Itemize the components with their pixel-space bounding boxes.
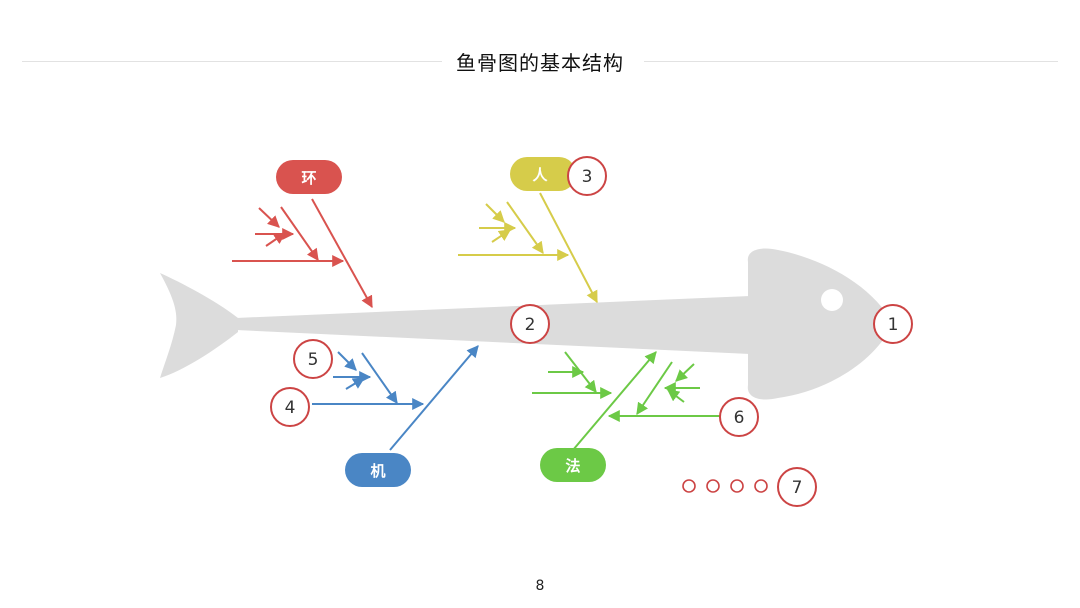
- category-machine-pill: [345, 453, 411, 487]
- fish-eye-icon: [821, 289, 843, 311]
- ellipsis-dot-2: [706, 479, 720, 493]
- marker-2-label: 2: [525, 315, 536, 335]
- category-machine-label: 机: [370, 462, 385, 480]
- main-bone-people: [539, 192, 598, 304]
- marker-4: 4: [270, 387, 310, 427]
- sub-sub-bone-environment-3: [265, 232, 286, 247]
- marker-2: 2: [510, 304, 550, 344]
- marker-3-label: 3: [582, 167, 593, 187]
- main-bone-environment: [311, 198, 373, 309]
- page-title: 鱼骨图的基本结构: [0, 47, 1080, 76]
- ellipsis-dot-1: [682, 479, 696, 493]
- marker-6-circle: [719, 397, 759, 437]
- reverse-sub-bone-method-2: [675, 363, 695, 382]
- main-bone-method: [572, 351, 657, 451]
- sub-sub-bone-machine-2: [337, 351, 357, 371]
- bone-machine: [312, 345, 479, 451]
- category-method-label: 法: [565, 457, 580, 475]
- page-number: 8: [535, 578, 545, 594]
- sub-sub-bone-people-2: [485, 203, 505, 223]
- reverse-sub-bone-method-3: [667, 389, 685, 403]
- fish-head: [747, 248, 893, 400]
- marker-6-label: 6: [734, 408, 745, 428]
- marker-2-circle: [510, 304, 550, 344]
- marker-5: 5: [293, 339, 333, 379]
- category-environment-label: 环: [301, 169, 316, 187]
- title-rule-right: [644, 61, 1058, 62]
- category-method-pill: [540, 448, 606, 482]
- marker-1-label: 1: [888, 315, 899, 335]
- marker-3-circle: [567, 156, 607, 196]
- title-rule-left: [22, 61, 442, 62]
- marker-6: 6: [719, 397, 759, 437]
- reverse-bone-method-2: [636, 361, 673, 415]
- bone-environment: [232, 198, 373, 309]
- marker-5-label: 5: [308, 350, 319, 370]
- category-machine: 机: [345, 453, 411, 487]
- category-people-pill: [510, 157, 576, 191]
- marker-4-label: 4: [285, 398, 296, 418]
- sub-sub-bone-people-3: [491, 229, 511, 243]
- sub-bone-environment-2: [280, 206, 319, 261]
- category-method: 法: [540, 448, 606, 482]
- main-bone-machine: [389, 345, 479, 451]
- category-environment-pill: [276, 160, 342, 194]
- markers: 1 2 3 4 5 6 7: [270, 156, 913, 507]
- category-people-label: 人: [532, 166, 548, 184]
- fish-spine: [236, 296, 750, 354]
- sub-bone-people-2: [506, 201, 544, 254]
- marker-7-label: 7: [792, 478, 803, 498]
- fish-shape: [160, 248, 893, 400]
- ellipsis-dots: [682, 479, 768, 493]
- sub-bone-machine-2: [361, 352, 398, 404]
- ellipsis-dot-4: [754, 479, 768, 493]
- bone-people: [458, 192, 598, 304]
- sub-sub-bone-machine-3: [345, 377, 366, 390]
- marker-7: 7: [777, 467, 817, 507]
- marker-3: 3: [567, 156, 607, 196]
- fish-tail: [160, 273, 238, 378]
- marker-1: 1: [873, 304, 913, 344]
- category-environment: 环: [276, 160, 342, 194]
- sub-sub-bone-environment-2: [258, 207, 280, 228]
- ellipsis-dot-3: [730, 479, 744, 493]
- marker-1-circle: [873, 304, 913, 344]
- marker-4-circle: [270, 387, 310, 427]
- category-people: 人: [510, 157, 576, 191]
- page-title-text: 鱼骨图的基本结构: [442, 51, 638, 75]
- marker-5-circle: [293, 339, 333, 379]
- bone-method: [532, 351, 720, 451]
- marker-7-circle: [777, 467, 817, 507]
